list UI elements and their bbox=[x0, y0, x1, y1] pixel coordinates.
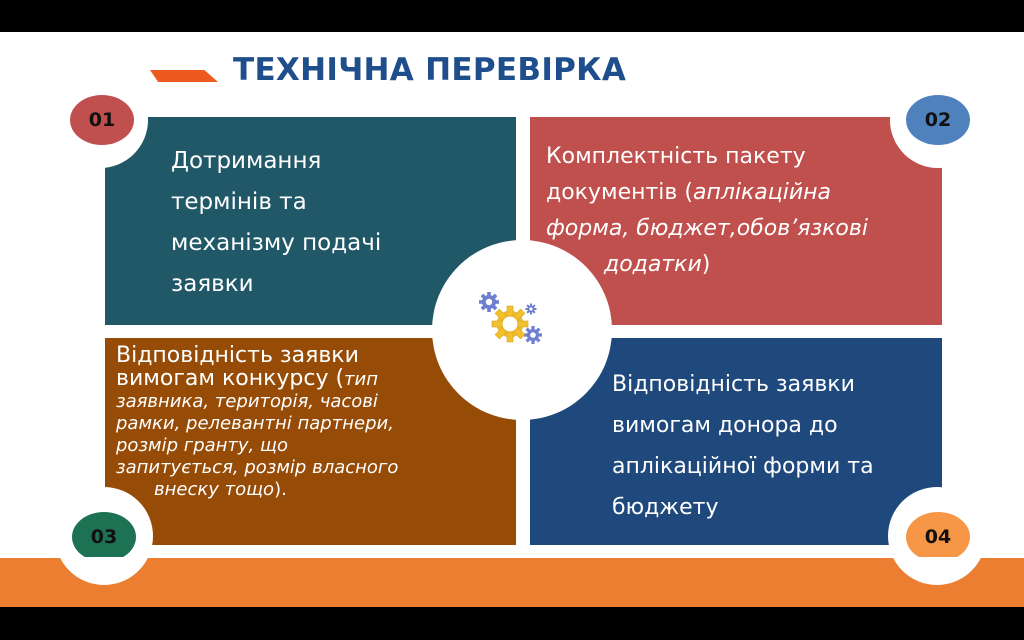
slide: ТЕХНІЧНА ПЕРЕВІРКА Дотримання термінів т… bbox=[0, 32, 1024, 607]
text-line: аплікаційної форми та bbox=[612, 454, 874, 479]
text-line: Дотримання bbox=[171, 148, 322, 174]
text-line: бюджету bbox=[612, 495, 719, 520]
text-line: вимогам конкурсу (тип bbox=[116, 366, 378, 391]
text-line: додатки) bbox=[604, 252, 711, 277]
badge-02: 02 bbox=[906, 95, 970, 145]
text-line: форма, бюджет,обов’язкові bbox=[546, 216, 868, 241]
badge-03: 03 bbox=[72, 512, 136, 562]
text-line: механізму подачі bbox=[171, 230, 382, 256]
text-line: рамки, релевантні партнери, bbox=[116, 413, 394, 434]
text-line: Відповідність заявки bbox=[116, 343, 359, 368]
text-line: документів (аплікаційна bbox=[546, 180, 832, 205]
badge-04: 04 bbox=[906, 512, 970, 562]
quadrant-02: Комплектність пакету документів (аплікац… bbox=[530, 117, 942, 325]
text-line: розмір гранту, що bbox=[116, 435, 288, 456]
text-line: вимогам донора до bbox=[612, 413, 838, 438]
text-line: Відповідність заявки bbox=[612, 372, 855, 397]
text-line: термінів та bbox=[171, 189, 307, 215]
badge-01: 01 bbox=[70, 95, 134, 145]
text-line: заявки bbox=[171, 271, 254, 297]
quadrant-04-text: Відповідність заявки вимогам донора до а… bbox=[612, 364, 874, 528]
quadrant-01: Дотримання термінів та механізму подачі … bbox=[105, 117, 516, 325]
quadrant-01-text: Дотримання термінів та механізму подачі … bbox=[171, 141, 381, 305]
quadrant-03-text: Відповідність заявки вимогам конкурсу (т… bbox=[116, 344, 511, 501]
gears-icon bbox=[479, 292, 542, 344]
quadrant-02-text: Комплектність пакету документів (аплікац… bbox=[546, 139, 936, 283]
title-accent-stroke bbox=[150, 70, 218, 82]
text-line: запитується, розмір власного bbox=[116, 457, 399, 478]
text-line: Комплектність пакету bbox=[546, 144, 806, 169]
slide-title: ТЕХНІЧНА ПЕРЕВІРКА bbox=[233, 52, 627, 88]
text-line: внеску тощо). bbox=[154, 479, 287, 500]
text-line: заявника, територія, часові bbox=[116, 391, 378, 412]
bottom-orange-band bbox=[0, 558, 1024, 607]
center-circle bbox=[432, 240, 612, 420]
